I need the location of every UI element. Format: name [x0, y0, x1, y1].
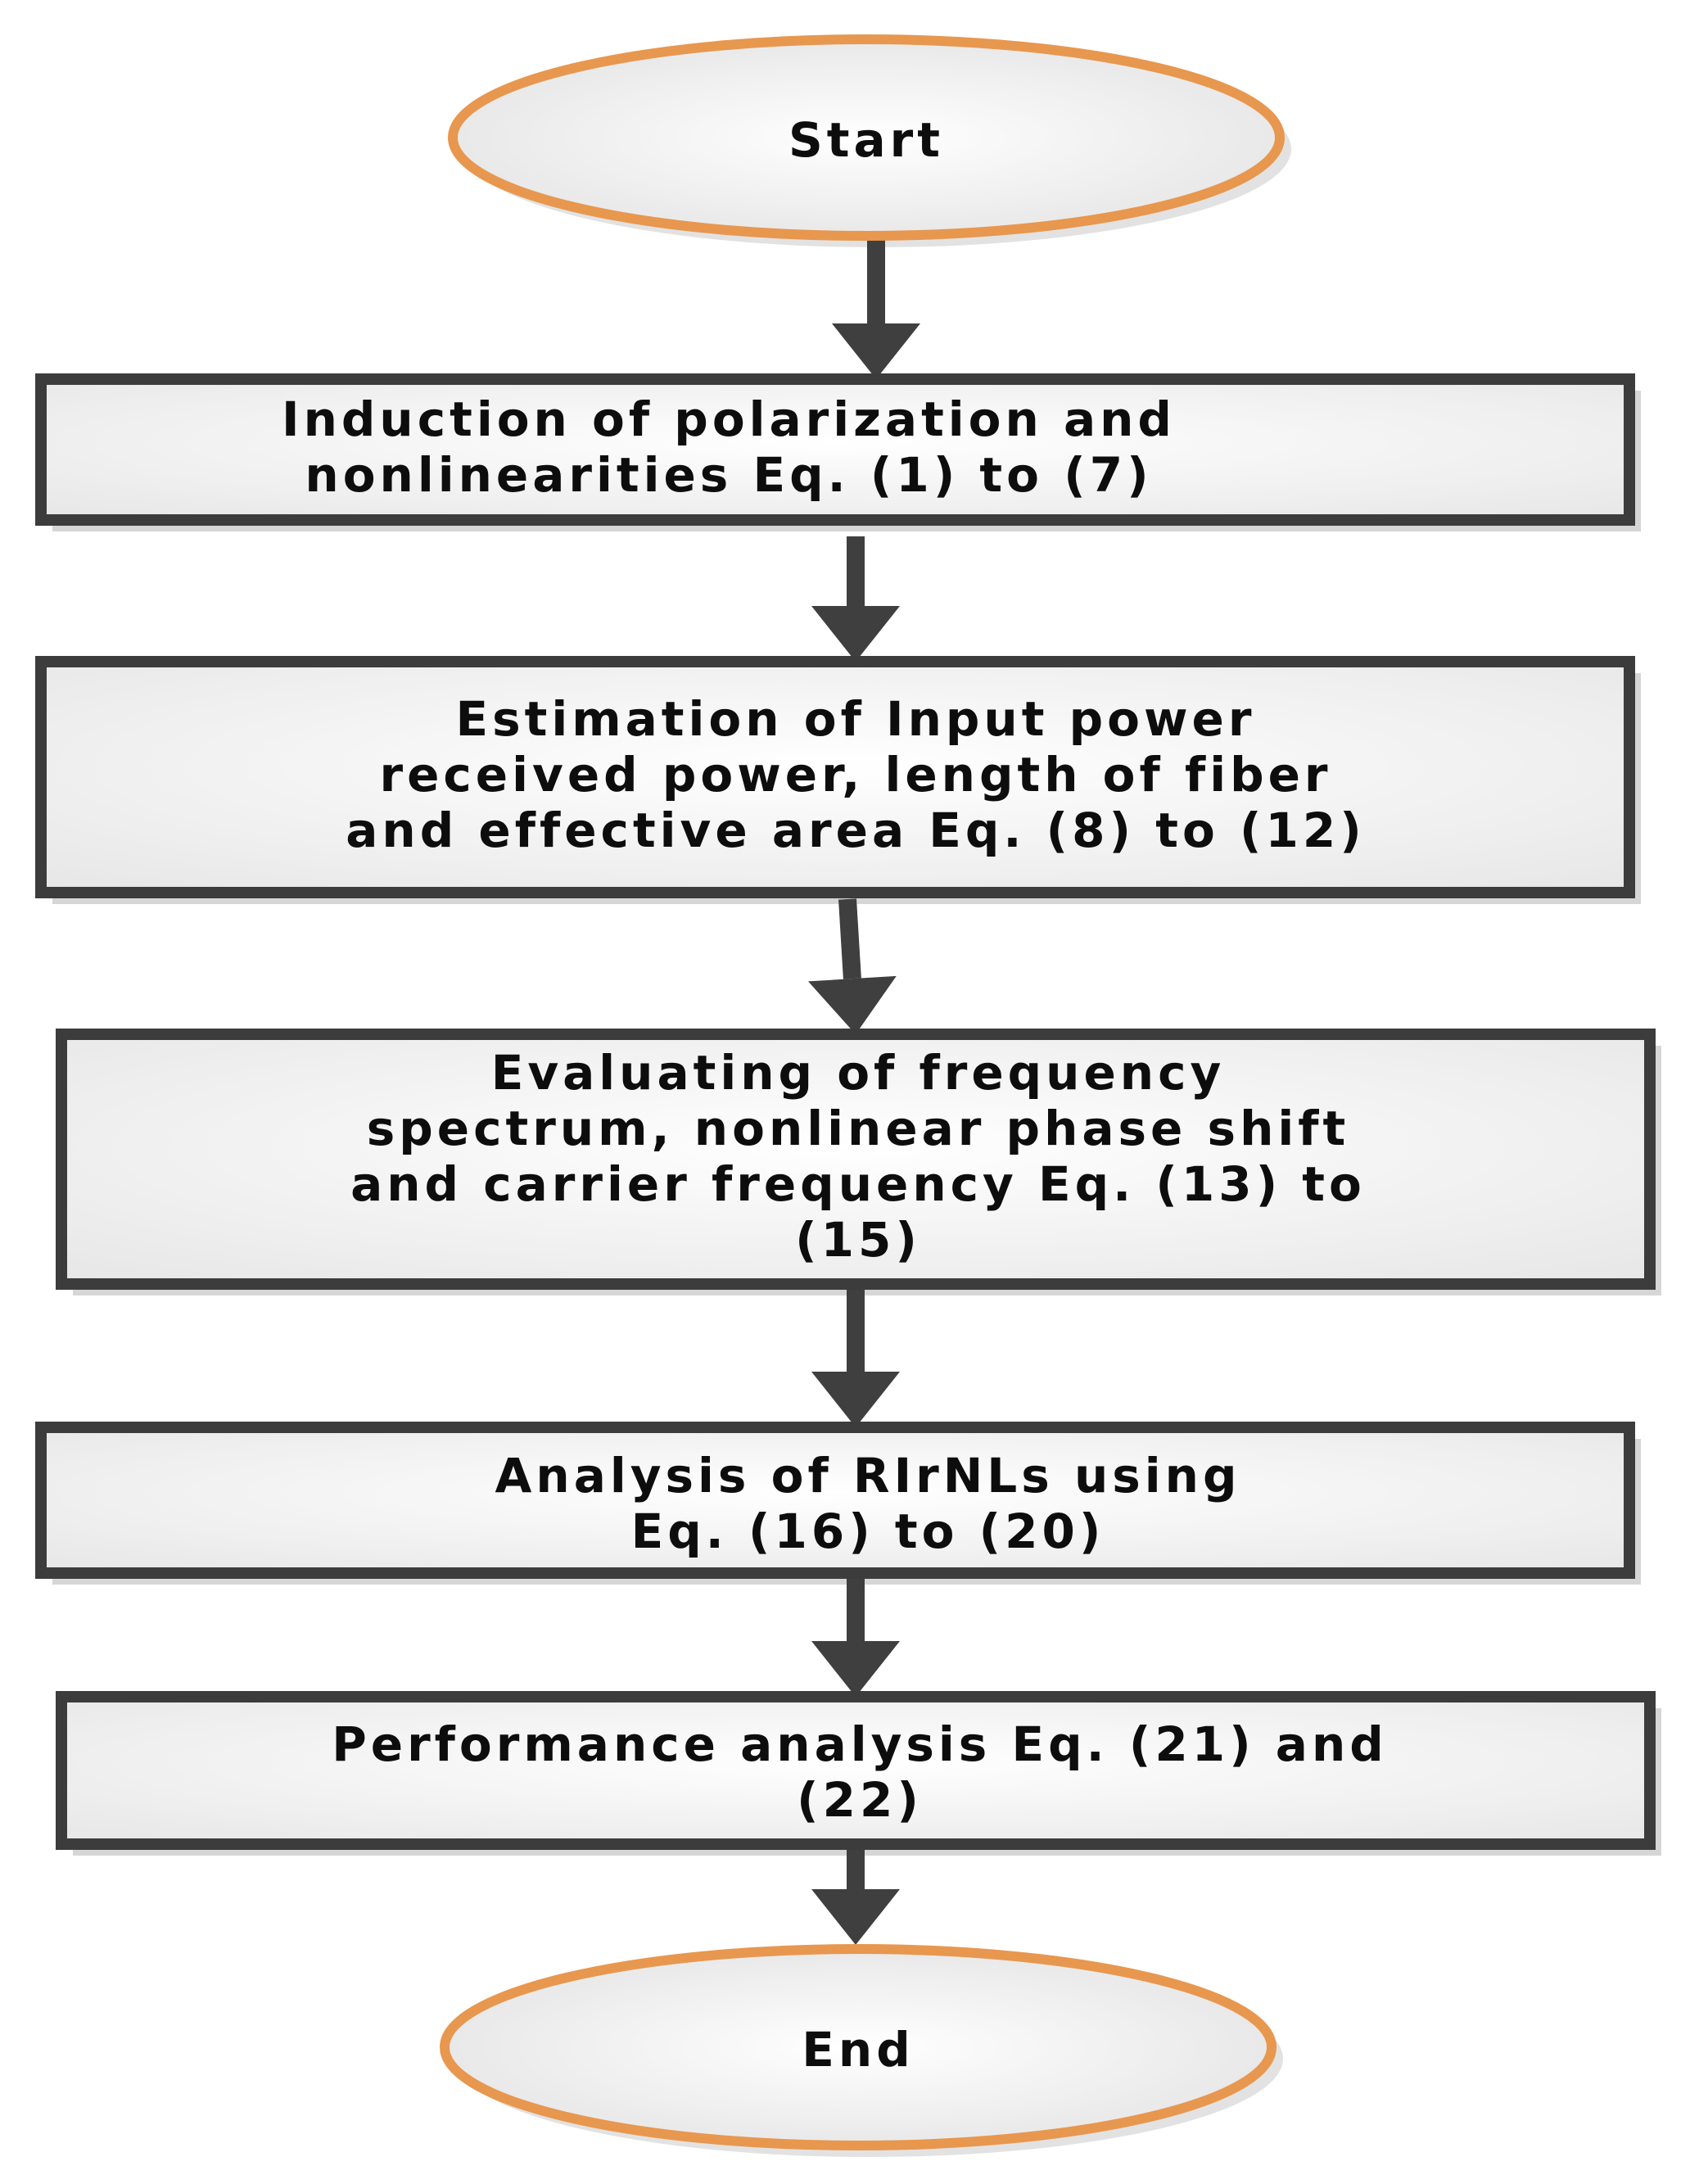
start-label-line-1: Start	[788, 112, 944, 168]
step1-label-line-1: Induction of polarization and	[282, 391, 1176, 447]
step1-process-box	[35, 373, 1635, 526]
step4-label-line-2: Eq. (16) to (20)	[631, 1503, 1105, 1559]
arrow-start-to-step1	[832, 239, 920, 379]
step5-process-box	[56, 1691, 1656, 1850]
arrow-head	[832, 323, 920, 379]
arrow-shaft	[838, 898, 861, 979]
step2-label-line-2: received power, length of fiber	[379, 747, 1331, 803]
arrow-head	[811, 606, 900, 662]
step3-label-line-2: spectrum, nonlinear phase shift	[367, 1101, 1349, 1156]
connector-layer	[807, 239, 920, 1945]
step5-label-line-1: Performance analysis Eq. (21) and	[332, 1716, 1388, 1772]
end-terminal-shape	[440, 1944, 1277, 2150]
arrow-step5-to-end	[811, 1847, 900, 1945]
start-node: Start	[448, 34, 1285, 241]
step3-label-line-3: and carrier frequency Eq. (13) to	[350, 1156, 1366, 1212]
step3-process-box	[56, 1029, 1656, 1290]
arrow-head	[811, 1641, 900, 1697]
arrow-head	[811, 1889, 900, 1945]
arrow-step3-to-step4	[811, 1288, 900, 1427]
arrow-head	[811, 1372, 900, 1427]
step2-label-line-1: Estimation of Input power	[455, 691, 1255, 747]
step1-label-line-2: nonlinearities Eq. (1) to (7)	[305, 447, 1152, 503]
step5-label-line-2: (22)	[797, 1772, 923, 1828]
arrow-step1-to-step2	[811, 536, 900, 662]
end-node: End	[440, 1944, 1277, 2150]
arrow-step2-to-step3	[807, 898, 897, 1034]
step5-node: Performance analysis Eq. (21) and(22)	[56, 1691, 1656, 1850]
arrow-head	[807, 975, 897, 1034]
step2-process-box	[35, 656, 1635, 898]
step3-label-line-1: Evaluating of frequency	[491, 1045, 1226, 1101]
step3-label-line-4: (15)	[795, 1212, 921, 1268]
step4-label-line-1: Analysis of RIrNLs using	[495, 1448, 1241, 1503]
start-terminal-shape	[448, 34, 1285, 241]
step2-label-line-3: and effective area Eq. (8) to (12)	[346, 803, 1365, 858]
step4-process-box	[35, 1422, 1635, 1579]
end-label-line-1: End	[802, 2022, 914, 2078]
step1-node: Induction of polarization andnonlinearit…	[35, 373, 1635, 526]
arrow-step4-to-step5	[811, 1579, 900, 1697]
